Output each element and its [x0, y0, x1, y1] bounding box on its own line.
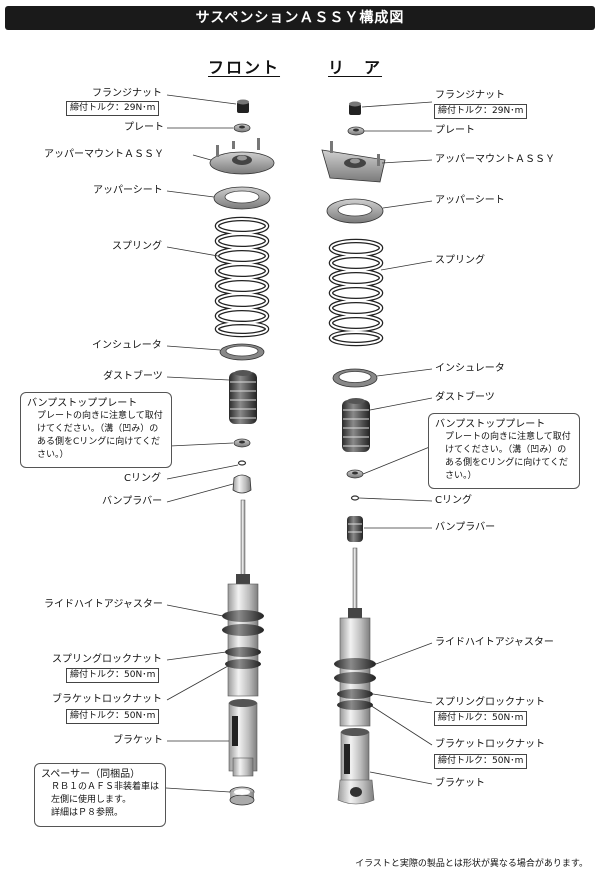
front-insulator-label: インシュレータ — [92, 340, 162, 351]
leader-lines — [165, 94, 433, 793]
rear-upper-seat-label: アッパーシート — [435, 195, 505, 206]
front-shock-absorber — [222, 499, 264, 697]
front-spring-label: スプリング — [112, 241, 162, 252]
disclaimer-footer: イラストと実際の製品とは形状が異なる場合があります。 — [355, 859, 588, 869]
rear-flange-nut — [349, 101, 361, 115]
front-spring-lock-nut-label: スプリングロックナット — [52, 654, 162, 665]
front-bracket-label: ブラケット — [113, 735, 163, 746]
rear-flange-nut-label: フランジナット — [435, 90, 505, 101]
front-bracket-lock-nut-label: ブラケットロックナット — [52, 694, 162, 705]
front-insulator — [219, 343, 265, 361]
front-plate — [233, 123, 251, 133]
front-assembly — [209, 99, 275, 806]
front-c-ring — [237, 460, 247, 466]
rear-bump-stop-note-title: バンプストッププレート — [435, 419, 546, 430]
rear-dust-boot — [342, 398, 370, 452]
rear-upper-mount — [321, 141, 386, 183]
front-bump-stop-note-body: プレートの向きに注意して取付 けてください。（溝（凹み）の ある側をCリングに向… — [37, 411, 163, 460]
front-bump-stop-note-title: バンプストッププレート — [27, 398, 138, 409]
front-spacer-note-title: スペーサー（同梱品） — [41, 769, 141, 780]
front-bump-stop-plate — [233, 438, 251, 448]
rear-spring-lock-nut — [337, 689, 373, 699]
rear-flange-torque: 締付トルク：29N･m — [434, 104, 528, 119]
front-upper-seat — [213, 186, 271, 210]
rear-bump-stop-plate — [346, 469, 364, 479]
rear-bump-stop-note: バンプストッププレート プレートの向きに注意して取付 けてください。（溝（凹み）… — [428, 413, 580, 489]
front-flange-nut — [237, 99, 249, 113]
rear-shock-absorber — [334, 547, 376, 727]
rear-plate-label: プレート — [435, 125, 475, 136]
front-upper-seat-label: アッパーシート — [93, 185, 163, 196]
front-bump-stop-note: バンプストッププレート プレートの向きに注意して取付 けてください。（溝（凹み）… — [20, 392, 172, 468]
front-upper-mount-label: アッパーマウントＡＳＳＹ — [44, 149, 164, 160]
front-spacer-note: スペーサー（同梱品） ＲＢ１のＡＦＳ非装着車は 左側に使用します。 詳細はＰ８参… — [34, 763, 166, 827]
rear-bracket-lock-torque: 締付トルク：50N･m — [434, 754, 528, 769]
front-ride-height-label: ライドハイトアジャスター — [44, 599, 163, 610]
rear-insulator — [332, 368, 378, 388]
rear-bump-rubber-label: バンプラバー — [435, 522, 496, 533]
rear-bump-rubber — [347, 516, 363, 542]
front-bracket-lock-torque: 締付トルク：50N･m — [66, 709, 160, 724]
front-bracket — [228, 699, 258, 777]
front-upper-mount — [209, 138, 275, 175]
rear-bracket — [337, 728, 375, 805]
rear-dust-boot-label: ダストブーツ — [435, 392, 495, 403]
rear-heading: リ ア — [328, 58, 383, 77]
rear-spring-lock-torque: 締付トルク：50N･m — [434, 711, 528, 726]
rear-bracket-lock-nut-label: ブラケットロックナット — [435, 739, 545, 750]
front-spacer — [229, 786, 255, 806]
rear-ride-height-label: ライドハイトアジャスター — [435, 637, 554, 648]
front-bump-rubber — [232, 474, 252, 494]
rear-c-ring — [350, 495, 360, 501]
front-spring-lock-nut — [225, 647, 261, 657]
rear-spring-lock-nut-label: スプリングロックナット — [435, 697, 545, 708]
rear-bump-stop-note-body: プレートの向きに注意して取付 けてください。（溝（凹み）の ある側をCリングに向… — [445, 432, 571, 481]
rear-ride-height-adjuster — [334, 658, 376, 670]
rear-insulator-label: インシュレータ — [435, 363, 505, 374]
rear-plate — [347, 126, 365, 136]
front-plate-label: プレート — [124, 122, 164, 133]
front-spacer-note-body: ＲＢ１のＡＦＳ非装着車は 左側に使用します。 詳細はＰ８参照。 — [51, 782, 160, 818]
front-ride-height-adjuster — [222, 610, 264, 622]
rear-assembly — [321, 101, 386, 805]
front-flange-torque: 締付トルク：29N･m — [66, 101, 160, 116]
front-flange-nut-label: フランジナット — [92, 88, 162, 99]
rear-upper-seat — [326, 198, 384, 224]
front-heading: フロント — [208, 58, 281, 77]
page-title: サスペンションＡＳＳＹ構成図 — [5, 6, 595, 30]
rear-c-ring-label: Cリング — [435, 495, 472, 506]
front-spring-lock-torque: 締付トルク：50N･m — [66, 668, 160, 683]
front-bump-rubber-label: バンプラバー — [102, 496, 163, 507]
front-dust-boot-label: ダストブーツ — [103, 371, 163, 382]
rear-upper-mount-label: アッパーマウントＡＳＳＹ — [435, 154, 555, 165]
rear-bracket-label: ブラケット — [435, 778, 485, 789]
front-c-ring-label: Cリング — [124, 473, 161, 484]
front-dust-boot — [229, 370, 257, 424]
rear-spring-label: スプリング — [435, 255, 485, 266]
